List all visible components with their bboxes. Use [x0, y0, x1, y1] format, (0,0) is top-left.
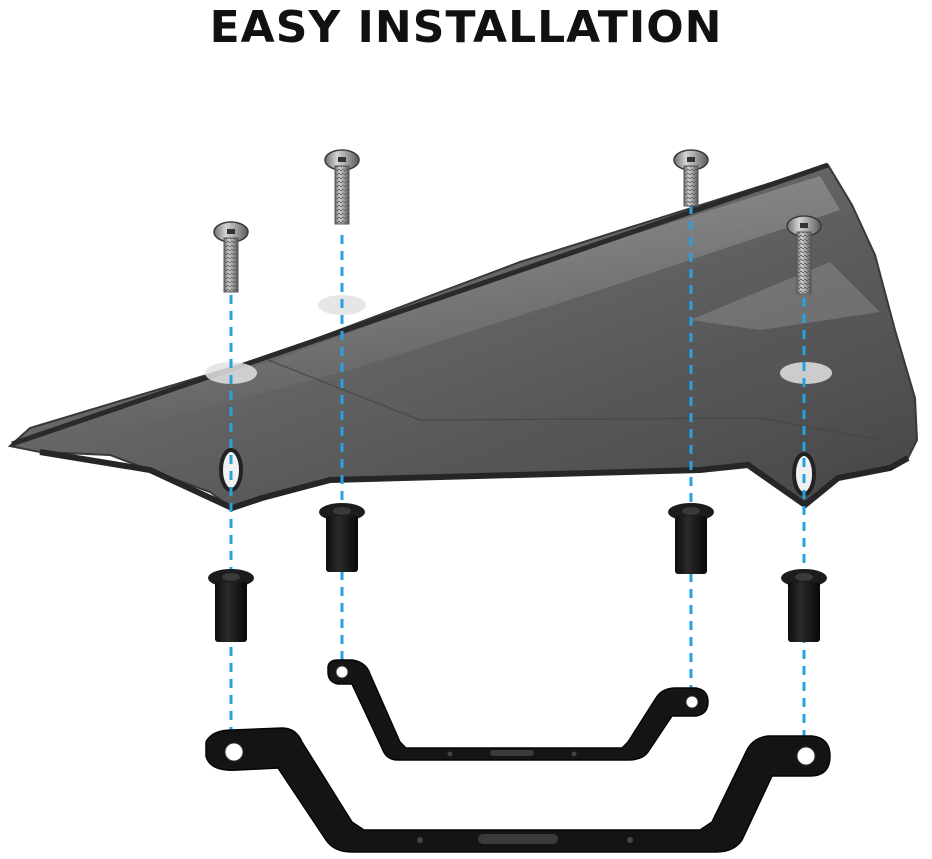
screw-icon	[324, 149, 360, 225]
rubber-well-nut-icon	[319, 503, 365, 572]
mounting-bracket-icon	[327, 659, 709, 761]
bracket-lower	[205, 727, 831, 853]
guide-lines	[229, 205, 806, 770]
windscreen-ridge	[267, 359, 881, 441]
rubber-well-nut-icon	[668, 503, 714, 574]
windscreen	[7, 162, 919, 512]
bracket-upper	[327, 659, 709, 761]
windscreen-reflection	[690, 262, 880, 330]
washer-icon	[205, 362, 257, 384]
page-title: EASY INSTALLATION	[209, 2, 723, 53]
windscreen-lower-lip	[39, 449, 910, 512]
mounting-bracket-icon	[205, 727, 831, 853]
windscreen-top-edge	[11, 162, 829, 447]
screw-icon	[786, 215, 822, 295]
rubber-well-nut-icon	[781, 569, 827, 642]
screw-icon	[213, 221, 249, 293]
windscreen-gloss	[30, 176, 840, 432]
rubber-well-nut-icon	[208, 569, 254, 642]
screw-icon	[673, 149, 709, 207]
washer-icon	[780, 362, 832, 384]
